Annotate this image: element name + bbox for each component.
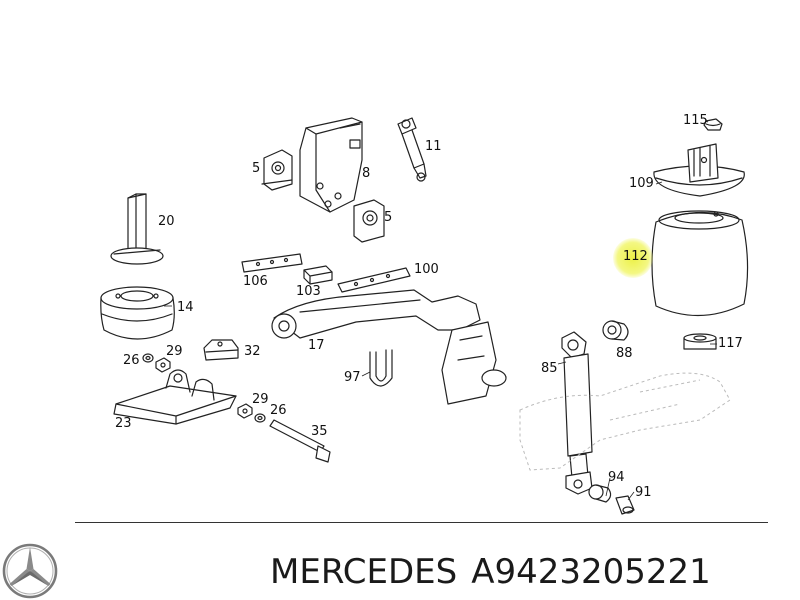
label-35[interactable]: 35 xyxy=(311,424,328,439)
part-number: A9423205221 xyxy=(471,552,711,592)
footer-title: MERCEDES A9423205221 xyxy=(270,552,711,592)
part-11-shock-absorber xyxy=(397,117,427,182)
part-26-washer-lower xyxy=(254,413,266,423)
label-29-lower[interactable]: 29 xyxy=(252,392,269,407)
label-29-upper[interactable]: 29 xyxy=(166,344,183,359)
part-117-piston xyxy=(683,333,717,350)
part-106-shim-plate xyxy=(241,253,303,273)
part-35-bolt xyxy=(269,419,331,463)
label-85[interactable]: 85 xyxy=(541,361,558,376)
part-26-washer-upper xyxy=(142,353,154,363)
part-14-rubber-spring xyxy=(100,286,175,340)
part-109-top-plate xyxy=(653,143,745,197)
part-29-nut-upper xyxy=(155,357,171,373)
part-94-bushing xyxy=(588,484,612,503)
part-32-bump-stop xyxy=(203,339,239,361)
label-5-upper[interactable]: 5 xyxy=(252,161,261,176)
part-91-sleeve xyxy=(615,495,635,515)
footer-divider xyxy=(75,522,768,523)
label-5-lower[interactable]: 5 xyxy=(384,210,393,225)
label-112[interactable]: 112 xyxy=(623,249,648,264)
label-8[interactable]: 8 xyxy=(362,166,371,181)
label-91[interactable]: 91 xyxy=(635,485,652,500)
label-106[interactable]: 106 xyxy=(243,274,268,289)
label-32[interactable]: 32 xyxy=(244,344,261,359)
label-117[interactable]: 117 xyxy=(718,336,743,351)
label-115[interactable]: 115 xyxy=(683,113,708,128)
label-23[interactable]: 23 xyxy=(115,416,132,431)
leader-lines xyxy=(164,120,717,501)
part-100-plate xyxy=(337,267,411,293)
part-17-trailing-arm xyxy=(271,289,481,339)
label-20[interactable]: 20 xyxy=(158,214,175,229)
part-23-spring-plate xyxy=(113,369,237,425)
label-100[interactable]: 100 xyxy=(414,262,439,277)
part-5-mount-lower xyxy=(353,199,385,243)
part-85-shock-absorber xyxy=(561,331,593,495)
part-97-u-bolt xyxy=(369,349,393,387)
label-88[interactable]: 88 xyxy=(616,346,633,361)
part-5-mount-upper xyxy=(261,149,293,191)
axle-ghost-outline xyxy=(519,372,731,471)
label-17[interactable]: 17 xyxy=(308,338,325,353)
part-20-support-post xyxy=(110,193,164,265)
part-88-bushing xyxy=(602,320,629,341)
label-109[interactable]: 109 xyxy=(629,176,654,191)
part-115-cap xyxy=(703,118,723,131)
label-11[interactable]: 11 xyxy=(425,139,442,154)
part-29-nut-lower xyxy=(237,403,253,419)
label-103[interactable]: 103 xyxy=(296,284,321,299)
part-112-air-bellows xyxy=(651,210,749,317)
label-26-lower[interactable]: 26 xyxy=(270,403,287,418)
label-97[interactable]: 97 xyxy=(344,370,361,385)
part-8-bracket xyxy=(299,117,363,213)
part-103-block xyxy=(303,265,333,285)
part-axle-bracket xyxy=(441,321,507,405)
part-112-highlight xyxy=(613,238,653,278)
mercedes-star-icon xyxy=(2,543,58,599)
label-26-upper[interactable]: 26 xyxy=(123,353,140,368)
label-14[interactable]: 14 xyxy=(177,300,194,315)
label-94[interactable]: 94 xyxy=(608,470,625,485)
brand-name: MERCEDES xyxy=(270,552,458,592)
